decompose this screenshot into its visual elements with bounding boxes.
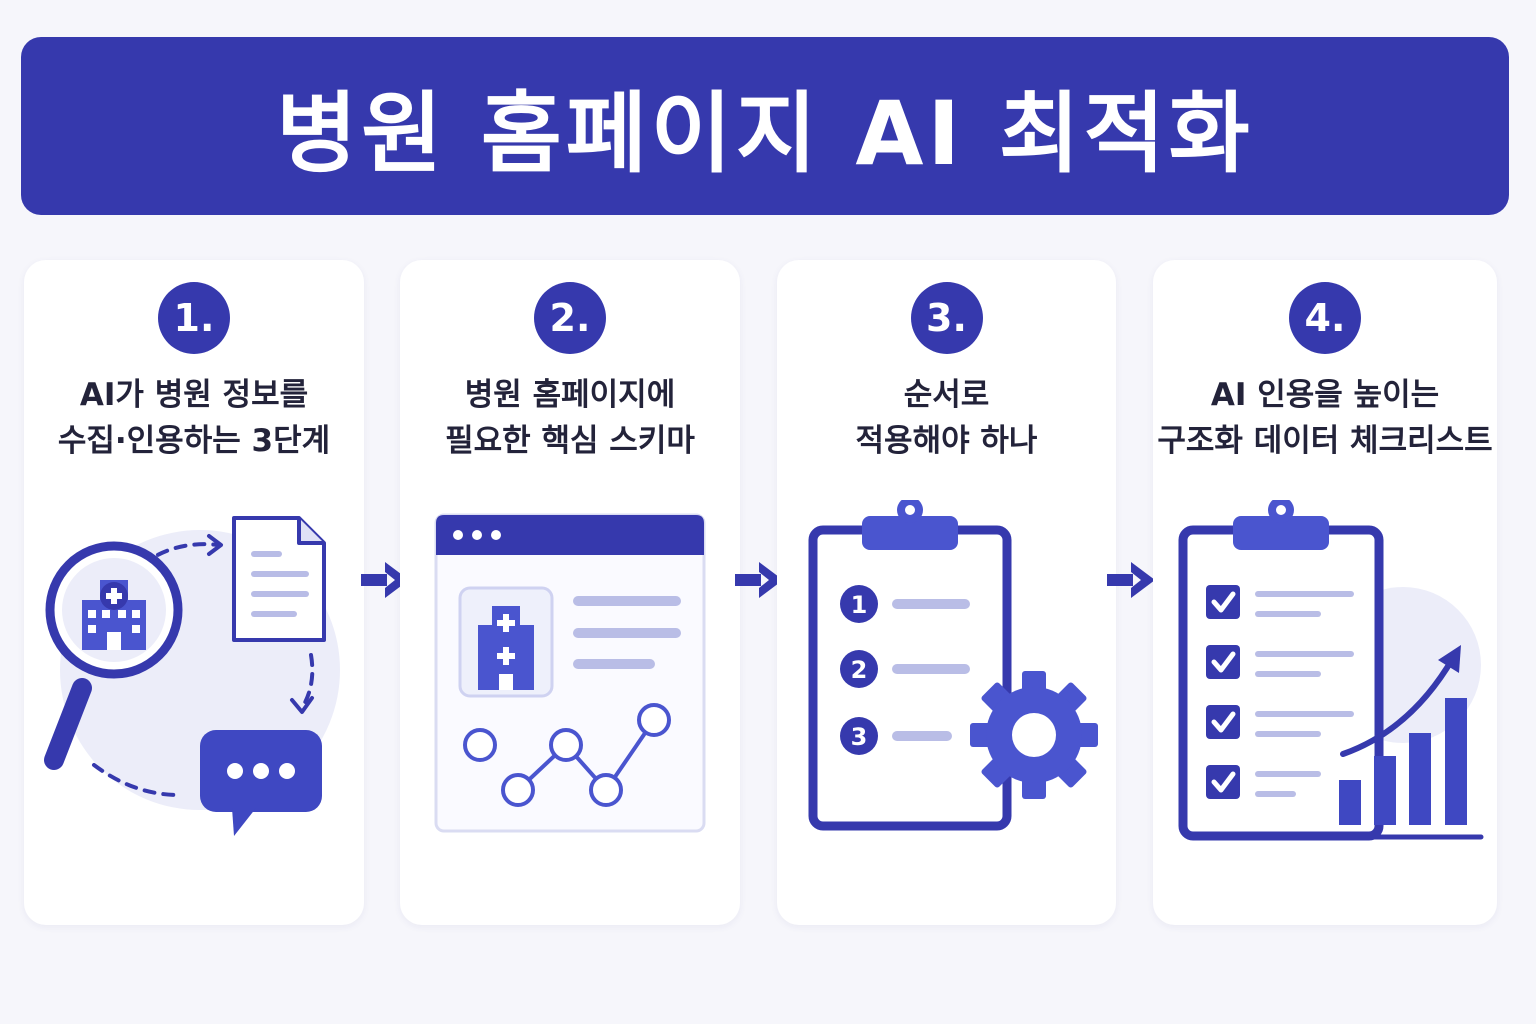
step-number-badge: 3. [910,282,983,354]
document-icon [232,516,326,642]
step4-illustration [1178,500,1484,841]
list-number-1: 1 [851,591,868,619]
step-card-2: 2. 병원 홈페이지에 필요한 핵심 스키마 [400,260,740,925]
hospital-building-icon [458,586,554,698]
gear-icon [970,671,1098,799]
checkbox-icons [1206,585,1240,799]
step-title-line1: 병원 홈페이지에 [464,377,676,413]
step3-illustration: 1 2 3 [808,500,1098,831]
chat-bubble-icon [200,730,322,836]
list-number-2: 2 [851,656,868,684]
step-card-3: 3. 순서로 적용해야 하나 1 2 3 [777,260,1116,925]
list-number-3: 3 [851,723,868,751]
magnifier-hospital-icon [44,541,183,770]
page-title: 병원 홈페이지 AI 최적화 [276,81,1254,185]
step-number-badge: 2. [534,282,606,354]
line-graph-icon [463,703,671,807]
step-title-line2: 적용해야 하나 [855,423,1038,459]
step-card-1: 1. AI가 병원 정보를 수집·인용하는 3단계 [24,260,364,925]
text-lines [573,596,681,669]
numbered-list: 1 2 3 [840,585,970,755]
step-number-badge: 4. [1289,282,1361,354]
arrow-right-icon [361,562,409,598]
step-title-line1: AI가 병원 정보를 [79,377,309,413]
step1-illustration [44,516,340,836]
step-title: 병원 홈페이지에 필요한 핵심 스키마 [400,372,740,464]
step-title-line2: 구조화 데이터 체크리스트 [1157,423,1493,459]
step-number-badge: 1. [158,282,230,354]
step-title-line1: AI 인용을 높이는 [1210,377,1440,413]
step2-illustration [434,513,706,833]
arrow-right-icon [735,562,783,598]
header-banner: 병원 홈페이지 AI 최적화 [21,37,1509,215]
arrow-right-icon [1107,562,1155,598]
clipboard-checklist-icon [1178,500,1384,841]
arrowheads [207,534,314,714]
step-title: AI 인용을 높이는 구조화 데이터 체크리스트 [1153,372,1497,464]
step-title: 순서로 적용해야 하나 [777,372,1116,464]
step-title: AI가 병원 정보를 수집·인용하는 3단계 [24,372,364,464]
trend-arrow-icon [1340,645,1461,757]
step-title-line1: 순서로 [903,377,990,413]
step-title-line2: 필요한 핵심 스키마 [445,423,695,459]
step-title-line2: 수집·인용하는 3단계 [57,423,331,459]
bar-chart-icon [1330,698,1484,840]
step-card-4: 4. AI 인용을 높이는 구조화 데이터 체크리스트 [1153,260,1497,925]
